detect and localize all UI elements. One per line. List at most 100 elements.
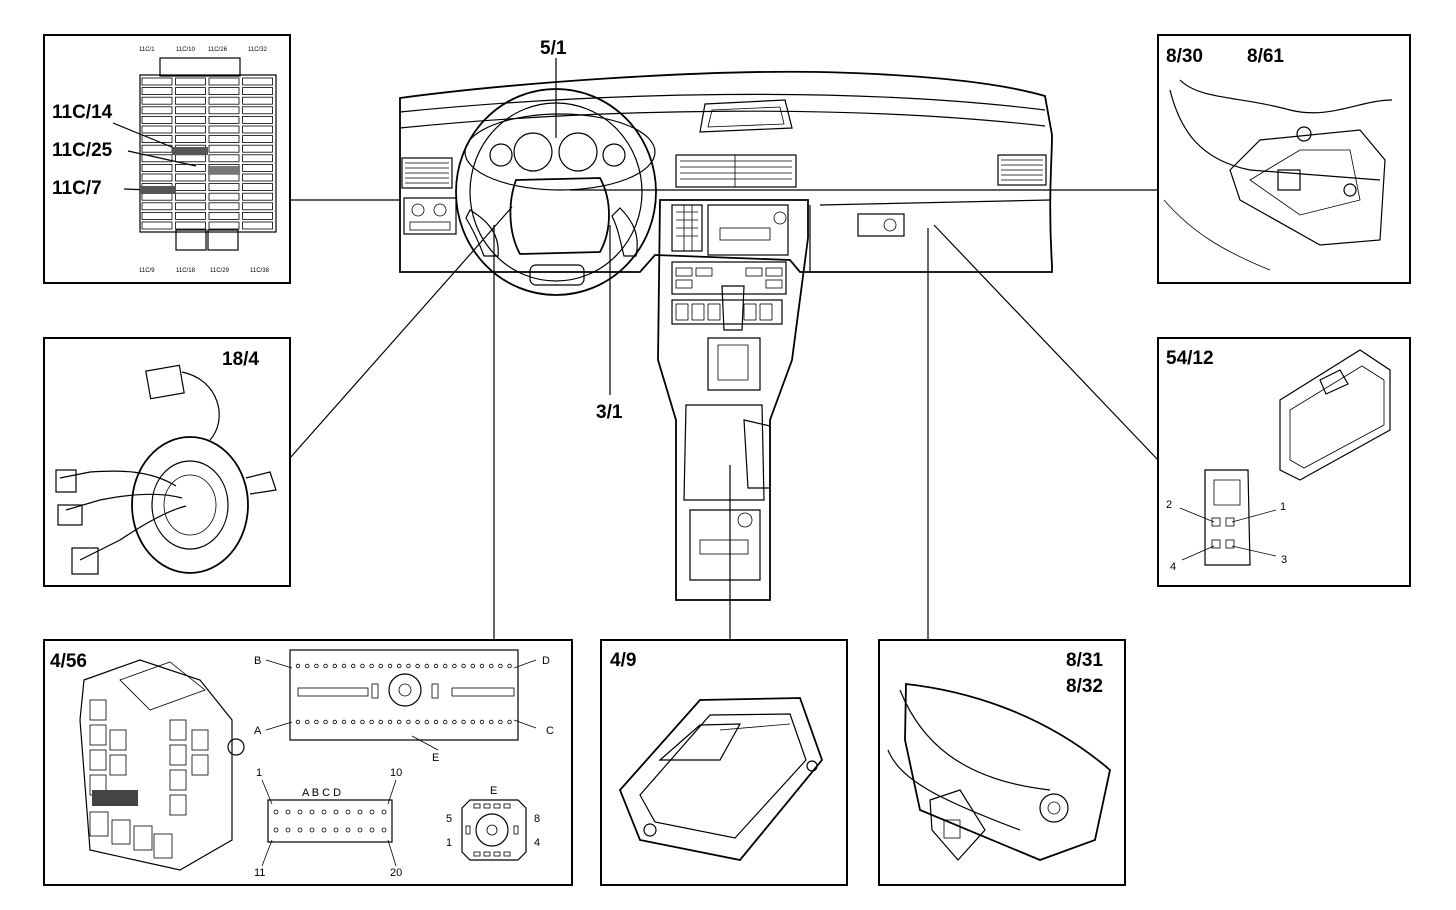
- fuse-slot: [141, 116, 173, 124]
- pin-dot: [397, 663, 402, 669]
- fuse-tick-top-1: 11C/1: [139, 47, 155, 53]
- control-module-panel-4-56: 4/56 B D A C E: [43, 639, 573, 886]
- pin-dot: [305, 663, 310, 669]
- connector-letter-c: C: [546, 725, 554, 737]
- pin-dot: [489, 663, 494, 669]
- pin-dot: [378, 663, 383, 669]
- fuse-slot: [242, 192, 273, 201]
- strip-pin-dot: [309, 809, 315, 815]
- fuse-slot: [208, 183, 240, 192]
- component-label-5-1: 5/1: [540, 38, 567, 59]
- pin-dot: [295, 663, 301, 669]
- fuse-slot: [141, 87, 173, 95]
- strip-pin-dot: [273, 809, 279, 815]
- fuse-tick-top-2: 11C/10: [176, 47, 196, 53]
- pin-dot: [351, 719, 356, 725]
- fuse-slot: [242, 144, 273, 153]
- fuse-slot: [208, 106, 240, 115]
- fuse-slot: [242, 96, 273, 105]
- strip-pin-dot: [333, 827, 339, 833]
- component-label-8-61: 8/61: [1247, 46, 1284, 67]
- strip-pin-dot: [321, 809, 327, 815]
- fuse-tick-bottom-4: 11C/38: [250, 268, 270, 274]
- pin-dot: [360, 663, 365, 669]
- fuse-label-11c-14: 11C/14: [52, 102, 113, 123]
- connector-letter-d: D: [542, 655, 550, 667]
- fuse-slot: [208, 77, 240, 86]
- pin-dot: [323, 719, 328, 725]
- pin-dot: [470, 663, 475, 669]
- strip-pin-dot: [345, 809, 351, 815]
- connector-letter-e: E: [432, 752, 439, 764]
- fuse-slot: [175, 163, 206, 172]
- pin-dot: [498, 719, 503, 725]
- strip-number-20: 20: [390, 867, 402, 879]
- pin-dot: [314, 719, 319, 725]
- connector-panel-54-12: 54/12 2 1 4 3: [1157, 337, 1411, 587]
- strip-pin-dot: [369, 827, 375, 833]
- component-label-8-30: 8/30: [1166, 46, 1203, 67]
- fuse-label-11c-25: 11C/25: [52, 140, 113, 161]
- pin-dot: [305, 719, 310, 725]
- connector-panel-8-30: 8/30 8/61: [1157, 34, 1411, 284]
- fuse-slot: [208, 87, 240, 95]
- fuse-slot: [175, 96, 206, 105]
- pin-dot: [489, 719, 494, 725]
- fuse-slot: [242, 135, 273, 144]
- component-label-54-12: 54/12: [1166, 348, 1214, 369]
- pin-dot: [479, 663, 485, 669]
- fuse-slot: [141, 211, 173, 220]
- pin-dot: [424, 663, 429, 669]
- component-label-4-9: 4/9: [610, 650, 636, 671]
- pin-dot: [498, 663, 503, 669]
- pin-dot: [415, 719, 420, 725]
- pin-dot: [387, 663, 393, 669]
- pin-dot: [369, 719, 374, 725]
- fuse-slot: [208, 211, 240, 220]
- strip-number-10: 10: [390, 767, 402, 779]
- strip-pin-dot: [285, 827, 291, 833]
- small-pin-8: 8: [534, 813, 540, 825]
- fuse-slot: [141, 173, 173, 182]
- fuse-label-11c-7: 11C/7: [52, 178, 102, 199]
- fuse-slot: [242, 221, 273, 230]
- fuse-slot: [175, 211, 206, 220]
- component-label-18-4: 18/4: [222, 349, 259, 370]
- connector-letter-b: B: [254, 655, 261, 667]
- strip-letters: A B C D: [302, 787, 341, 799]
- pin-dot: [452, 719, 457, 725]
- fuse-slot: [208, 144, 240, 153]
- fuse-slot: [208, 221, 240, 230]
- small-pin-4: 4: [534, 837, 540, 849]
- fuse-slot: [242, 154, 273, 163]
- small-pin-5: 5: [446, 813, 452, 825]
- fuse-slot: [242, 173, 273, 182]
- component-label-8-31: 8/31: [1066, 650, 1103, 671]
- fuse-slot: [242, 116, 273, 124]
- clock-spring-panel-18-4: 18/4: [43, 337, 291, 587]
- strip-pin-dot: [345, 827, 351, 833]
- strip-pin-dot: [273, 827, 279, 833]
- pin-dot: [332, 719, 337, 725]
- strip-pin-dot: [381, 827, 387, 833]
- airbag-panel-8-31: 8/31 8/32: [878, 639, 1126, 886]
- pin-dot: [507, 719, 512, 725]
- strip-pin-dot: [285, 809, 291, 815]
- pin-dot: [369, 663, 374, 669]
- fuse-slot: [242, 77, 273, 86]
- pin-dot: [295, 719, 301, 725]
- pin-dot: [461, 719, 466, 725]
- strip-pin-dot: [297, 809, 303, 815]
- fuse-slot: [141, 221, 173, 230]
- fuse-slot: [208, 192, 240, 201]
- pin-dot: [387, 719, 393, 725]
- fuse-slot: [141, 154, 173, 163]
- fuse-slot: [175, 106, 206, 115]
- fuse-tick-top-3: 11C/26: [208, 47, 228, 53]
- component-label-3-1: 3/1: [596, 402, 623, 423]
- pin-dot: [507, 663, 512, 669]
- pin-dot: [479, 719, 485, 725]
- pin-dot: [397, 719, 402, 725]
- fuse-slot: [242, 211, 273, 220]
- pin-dot: [332, 663, 337, 669]
